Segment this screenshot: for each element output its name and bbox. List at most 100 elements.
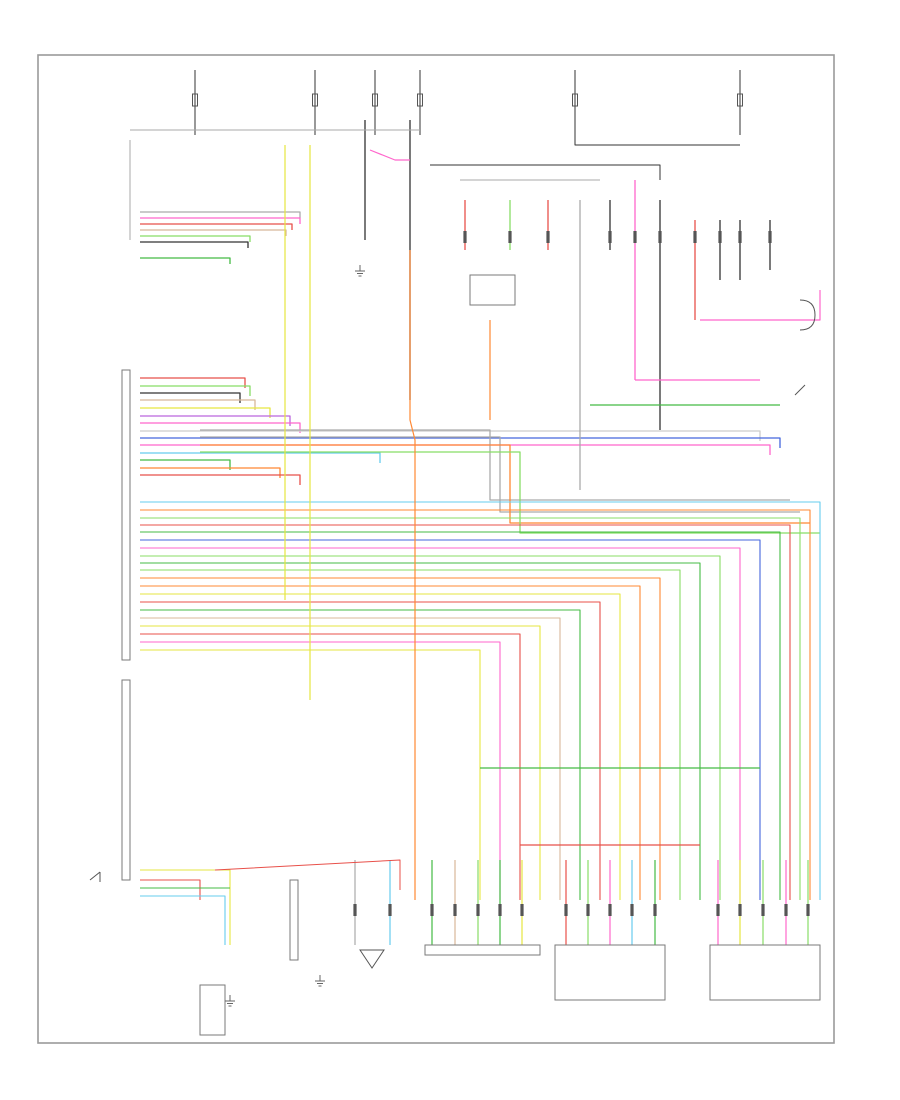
wire: [140, 229, 287, 236]
component-box: [289, 879, 299, 961]
wire: [200, 429, 790, 501]
connector-pin: [608, 904, 612, 916]
sensor-symbol: [359, 949, 385, 969]
connector-pin: [508, 231, 512, 243]
connector-pin: [608, 231, 612, 243]
component-box: [199, 984, 226, 1036]
wire: [140, 517, 801, 900]
component-box: [554, 944, 666, 1001]
wire: [140, 223, 293, 230]
fuse-symbol: [417, 93, 423, 107]
wire: [140, 569, 681, 900]
component-box: [424, 944, 541, 956]
connector-pin: [463, 231, 467, 243]
wire: [214, 859, 401, 890]
wire: [140, 474, 301, 485]
wire: [140, 539, 761, 900]
component-box: [121, 679, 131, 881]
connector-pin: [476, 904, 480, 916]
connector-pin: [564, 904, 568, 916]
connector-pin: [738, 231, 742, 243]
wire: [140, 217, 301, 224]
wire: [140, 437, 781, 448]
wire: [140, 467, 281, 478]
diagram-frame: [37, 54, 835, 1044]
component-box: [121, 369, 131, 661]
wire: [140, 407, 271, 418]
switch-symbol: [89, 871, 101, 882]
connector-pin: [630, 904, 634, 916]
fuse-symbol: [192, 93, 198, 107]
wire: [140, 399, 256, 410]
wire: [140, 241, 249, 248]
wire: [140, 641, 501, 900]
wire-group: [129, 70, 821, 945]
component-box: [709, 944, 821, 1001]
wire: [140, 524, 791, 900]
wire: [140, 601, 601, 900]
connector-pin: [546, 231, 550, 243]
wire: [140, 547, 741, 900]
connector-pin: [633, 231, 637, 243]
switch-symbol: [794, 384, 806, 396]
wire: [369, 149, 410, 161]
wire: [140, 501, 821, 900]
wire: [140, 430, 761, 441]
wire: [140, 452, 381, 463]
wire: [140, 562, 701, 900]
connector-pin: [658, 231, 662, 243]
wire: [140, 869, 231, 945]
fuse-symbol: [312, 93, 318, 107]
wire: [140, 392, 241, 403]
connector-pin: [653, 904, 657, 916]
connector-pin: [784, 904, 788, 916]
connector-pin: [806, 904, 810, 916]
fuse-symbol: [372, 93, 378, 107]
wire: [140, 555, 721, 900]
wire: [140, 377, 246, 388]
wire: [140, 585, 641, 900]
ground-group: [225, 265, 365, 1007]
wire: [200, 444, 810, 524]
ground-symbol: [225, 995, 235, 1007]
connector-pin: [430, 904, 434, 916]
wire: [140, 577, 661, 900]
connector-pin: [761, 904, 765, 916]
wire: [140, 211, 301, 218]
connector-pin: [716, 904, 720, 916]
wire: [574, 130, 740, 146]
wire: [140, 625, 541, 900]
wire: [140, 385, 251, 396]
loop-symbol: [799, 299, 816, 331]
wire: [140, 415, 291, 426]
wire: [140, 633, 521, 900]
wire: [140, 509, 811, 900]
wire: [140, 879, 201, 900]
wire: [200, 436, 800, 513]
wire: [140, 531, 781, 900]
ground-symbol: [355, 265, 365, 277]
connector-pin: [388, 904, 392, 916]
component-box: [469, 274, 516, 306]
wire: [140, 459, 231, 470]
connector-pin: [586, 904, 590, 916]
wire: [430, 164, 661, 180]
connector-pin: [498, 904, 502, 916]
wire: [140, 593, 621, 900]
connector-pin: [718, 231, 722, 243]
component-group: [89, 93, 821, 1036]
fuse-symbol: [572, 93, 578, 107]
fuse-symbol: [737, 93, 743, 107]
wire: [140, 617, 561, 900]
wire: [700, 290, 821, 321]
ground-symbol: [315, 975, 325, 987]
connector-pin: [738, 904, 742, 916]
wire: [140, 257, 231, 264]
wire: [140, 609, 581, 900]
wire: [140, 235, 251, 242]
connector-pin: [520, 904, 524, 916]
connector-pin: [693, 231, 697, 243]
connector-pin-group: [353, 231, 810, 916]
connector-pin: [353, 904, 357, 916]
